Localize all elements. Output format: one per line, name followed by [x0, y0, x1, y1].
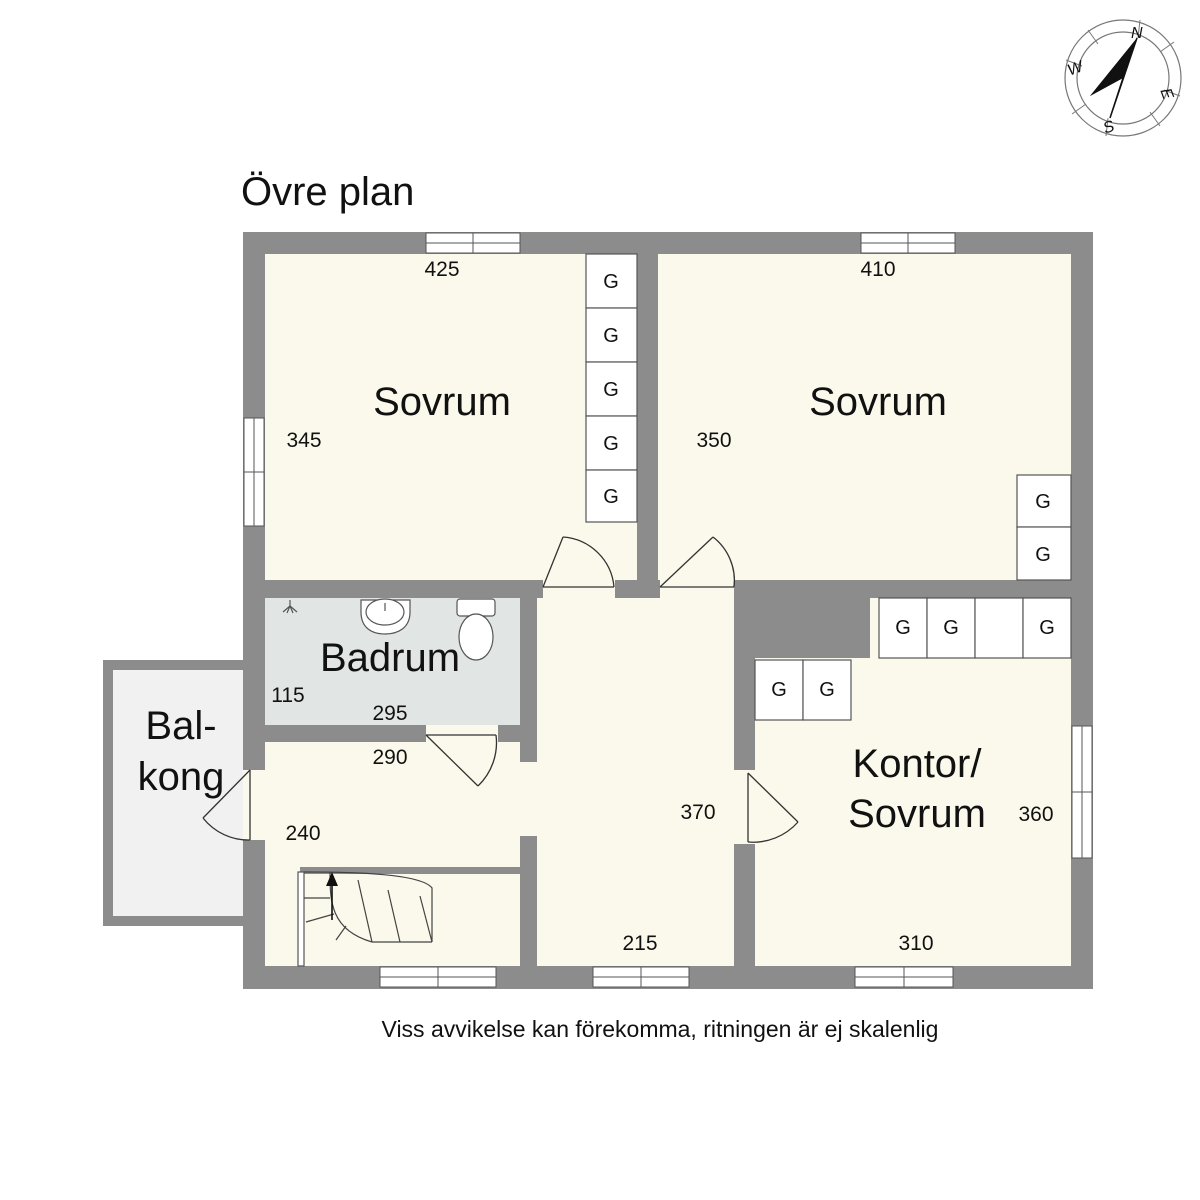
door-bathroom[interactable] [425, 734, 498, 787]
door-bedroom-right[interactable] [659, 536, 736, 588]
wardrobe-label: G [603, 271, 619, 293]
wardrobe-labels: G G G G G G G G G G G G [603, 271, 1055, 701]
bathroom-fixtures [282, 598, 496, 661]
wardrobe [1016, 474, 1072, 528]
doors [202, 536, 799, 843]
room-name-balcony-line1: Bal- [145, 704, 216, 748]
partition-walls [265, 580, 870, 966]
wardrobe-label: G [1035, 544, 1051, 566]
bedroom-left-floor [265, 254, 637, 580]
room-name-office-line2: Sovrum [848, 792, 986, 836]
wardrobe [585, 307, 638, 363]
dim-bedroom-left-width: 425 [424, 258, 459, 281]
dim-corridor-width: 215 [622, 932, 657, 955]
room-labels: Sovrum Sovrum Badrum Bal- kong Kontor/ S… [138, 380, 986, 836]
bedroom-right-floor [658, 254, 1071, 580]
dim-bathroom-width: 295 [372, 702, 407, 725]
wardrobe-label: G [819, 679, 835, 701]
wardrobe-label: G [603, 325, 619, 347]
dim-hall-width: 290 [372, 746, 407, 769]
wardrobe-label: G [895, 617, 911, 639]
sink-icon [360, 598, 411, 635]
wardrobe-label: G [943, 617, 959, 639]
wardrobe [974, 597, 1024, 659]
hall-corridor-opening [520, 762, 537, 836]
shower-icon [282, 600, 298, 614]
bedroom-left-door-opening [543, 580, 615, 598]
corridor-to-office-opening [734, 770, 755, 844]
dim-office-depth: 360 [1018, 803, 1053, 826]
wardrobe [585, 415, 638, 471]
balcony [103, 660, 253, 926]
door-office[interactable] [747, 772, 799, 843]
wardrobe-label: G [1035, 491, 1051, 513]
wardrobe [926, 597, 976, 659]
bedroom-right-door-opening [660, 580, 734, 598]
toilet-icon [456, 598, 496, 661]
room-name-bedroom-right: Sovrum [809, 380, 947, 424]
dim-bathroom-depth: 115 [271, 684, 304, 707]
wardrobes [585, 253, 1072, 721]
hall-floor [265, 742, 537, 966]
windows [243, 232, 1093, 988]
dim-hall-depth: 240 [285, 822, 320, 845]
door-balcony[interactable] [202, 769, 251, 841]
wardrobe [585, 469, 638, 523]
wardrobe [585, 361, 638, 417]
wardrobe [1016, 526, 1072, 581]
balcony-door-opening [243, 770, 265, 840]
bathroom-door-opening [426, 725, 498, 742]
compass-north: N [1131, 25, 1143, 42]
dim-bedroom-right-width: 410 [860, 258, 895, 281]
wardrobe-label: G [771, 679, 787, 701]
door-bedroom-left[interactable] [542, 536, 615, 588]
plan-title: Övre plan [241, 170, 414, 214]
room-name-office-line1: Kontor/ [853, 742, 983, 786]
wardrobe [754, 659, 804, 721]
disclaimer-text: Viss avvikelse kan förekomma, ritningen … [382, 1016, 939, 1042]
wardrobe [802, 659, 852, 721]
compass-rose: N W E S [1064, 19, 1182, 137]
wardrobe-label: G [603, 379, 619, 401]
wardrobe-label: G [603, 486, 619, 508]
room-name-bathroom: Badrum [320, 636, 460, 680]
room-name-bedroom-left: Sovrum [373, 380, 511, 424]
wardrobe-label: G [603, 433, 619, 455]
wardrobe-label: G [1039, 617, 1055, 639]
dimensions: 425 345 410 350 115 295 290 240 370 215 … [271, 258, 1053, 955]
dim-bedroom-left-depth: 345 [286, 429, 321, 452]
dim-office-width: 310 [898, 932, 933, 955]
wardrobe [585, 253, 638, 309]
room-name-balcony-line2: kong [138, 755, 225, 799]
dim-corridor-depth: 370 [680, 801, 715, 824]
wardrobe [1022, 597, 1072, 659]
dim-bedroom-right-depth: 350 [696, 429, 731, 452]
corridor-floor [537, 598, 734, 966]
staircase [297, 867, 522, 967]
